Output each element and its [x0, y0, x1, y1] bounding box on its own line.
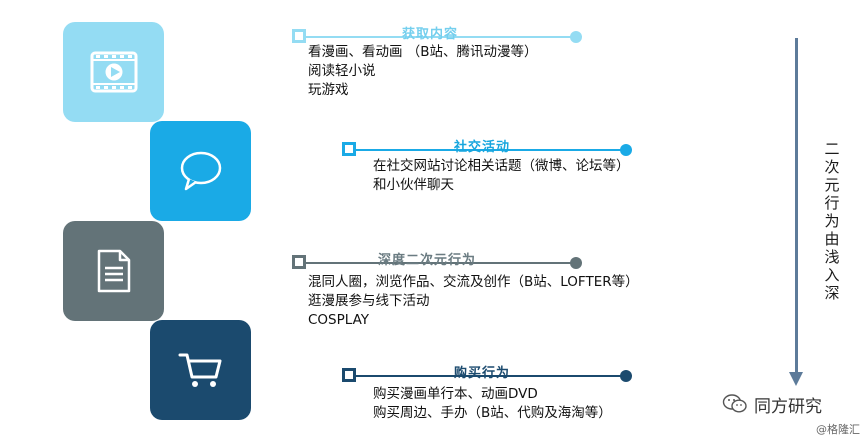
stage-header-2: 社交活动: [342, 140, 634, 161]
wechat-icon: [722, 394, 747, 413]
stage-line-4: [356, 375, 626, 377]
tile-video: [63, 22, 164, 122]
stage-title-3: 深度二次元行为: [378, 253, 477, 268]
video-player-icon: [90, 51, 137, 93]
stage-dot-4: [620, 370, 632, 382]
watermark: @格隆汇: [816, 423, 860, 436]
tile-document: [63, 221, 164, 321]
stage-1-line-2: 阅读轻小说: [308, 63, 376, 79]
stage-3-line-2: 逛漫展参与线下活动: [308, 293, 430, 309]
stage-header-4: 购买行为: [342, 366, 634, 387]
chat-bubble-icon: [180, 151, 221, 191]
stage-title-1: 获取内容: [402, 27, 459, 42]
stage-lines-2: 在社交网站讨论相关话题（微博、论坛等） 和小伙伴聊天: [373, 157, 630, 195]
stage-1-line-1: 看漫画、看动画 （B站、腾讯动漫等）: [308, 44, 538, 60]
stage-3-line-1: 混同人圈，浏览作品、交流及创作（B站、LOFTER等）: [308, 274, 639, 290]
stage-2-line-2: 和小伙伴聊天: [373, 177, 454, 193]
stage-marker-1: [292, 29, 306, 43]
stage-2-line-1: 在社交网站讨论相关话题（微博、论坛等）: [373, 158, 630, 174]
stage-marker-2: [342, 142, 356, 156]
stage-dot-3: [570, 257, 582, 269]
stage-1-line-3: 玩游戏: [308, 82, 349, 98]
brand-name: 同方研究: [754, 396, 822, 417]
stage-lines-4: 购买漫画单行本、动画DVD 购买周边、手办（B站、代购及海淘等）: [373, 385, 612, 423]
progression-label: 二次元行为由浅入深: [824, 140, 840, 302]
stage-title-4: 购买行为: [454, 366, 511, 381]
stage-line-2: [356, 149, 626, 151]
stage-marker-3: [292, 255, 306, 269]
stage-3-line-3: COSPLAY: [308, 312, 370, 328]
tile-chat: [150, 121, 251, 221]
stage-lines-1: 看漫画、看动画 （B站、腾讯动漫等） 阅读轻小说 玩游戏: [308, 43, 538, 100]
tile-cart: [150, 320, 251, 420]
progression-arrow-head: [789, 372, 803, 386]
brand-block: 同方研究: [722, 391, 822, 417]
stage-header-1: 获取内容: [292, 27, 584, 48]
shopping-cart-icon: [178, 353, 221, 387]
stage-title-2: 社交活动: [454, 140, 511, 155]
stage-dot-2: [620, 144, 632, 156]
progression-arrow-line: [795, 38, 798, 372]
stage-4-line-1: 购买漫画单行本、动画DVD: [373, 386, 538, 402]
stage-line-1: [306, 36, 576, 38]
stage-lines-3: 混同人圈，浏览作品、交流及创作（B站、LOFTER等） 逛漫展参与线下活动 CO…: [308, 273, 639, 330]
document-icon: [97, 249, 130, 293]
stage-marker-4: [342, 368, 356, 382]
stage-dot-1: [570, 31, 582, 43]
stage-line-3: [306, 262, 576, 264]
stage-header-3: 深度二次元行为: [292, 253, 584, 274]
stage-4-line-2: 购买周边、手办（B站、代购及海淘等）: [373, 405, 612, 421]
